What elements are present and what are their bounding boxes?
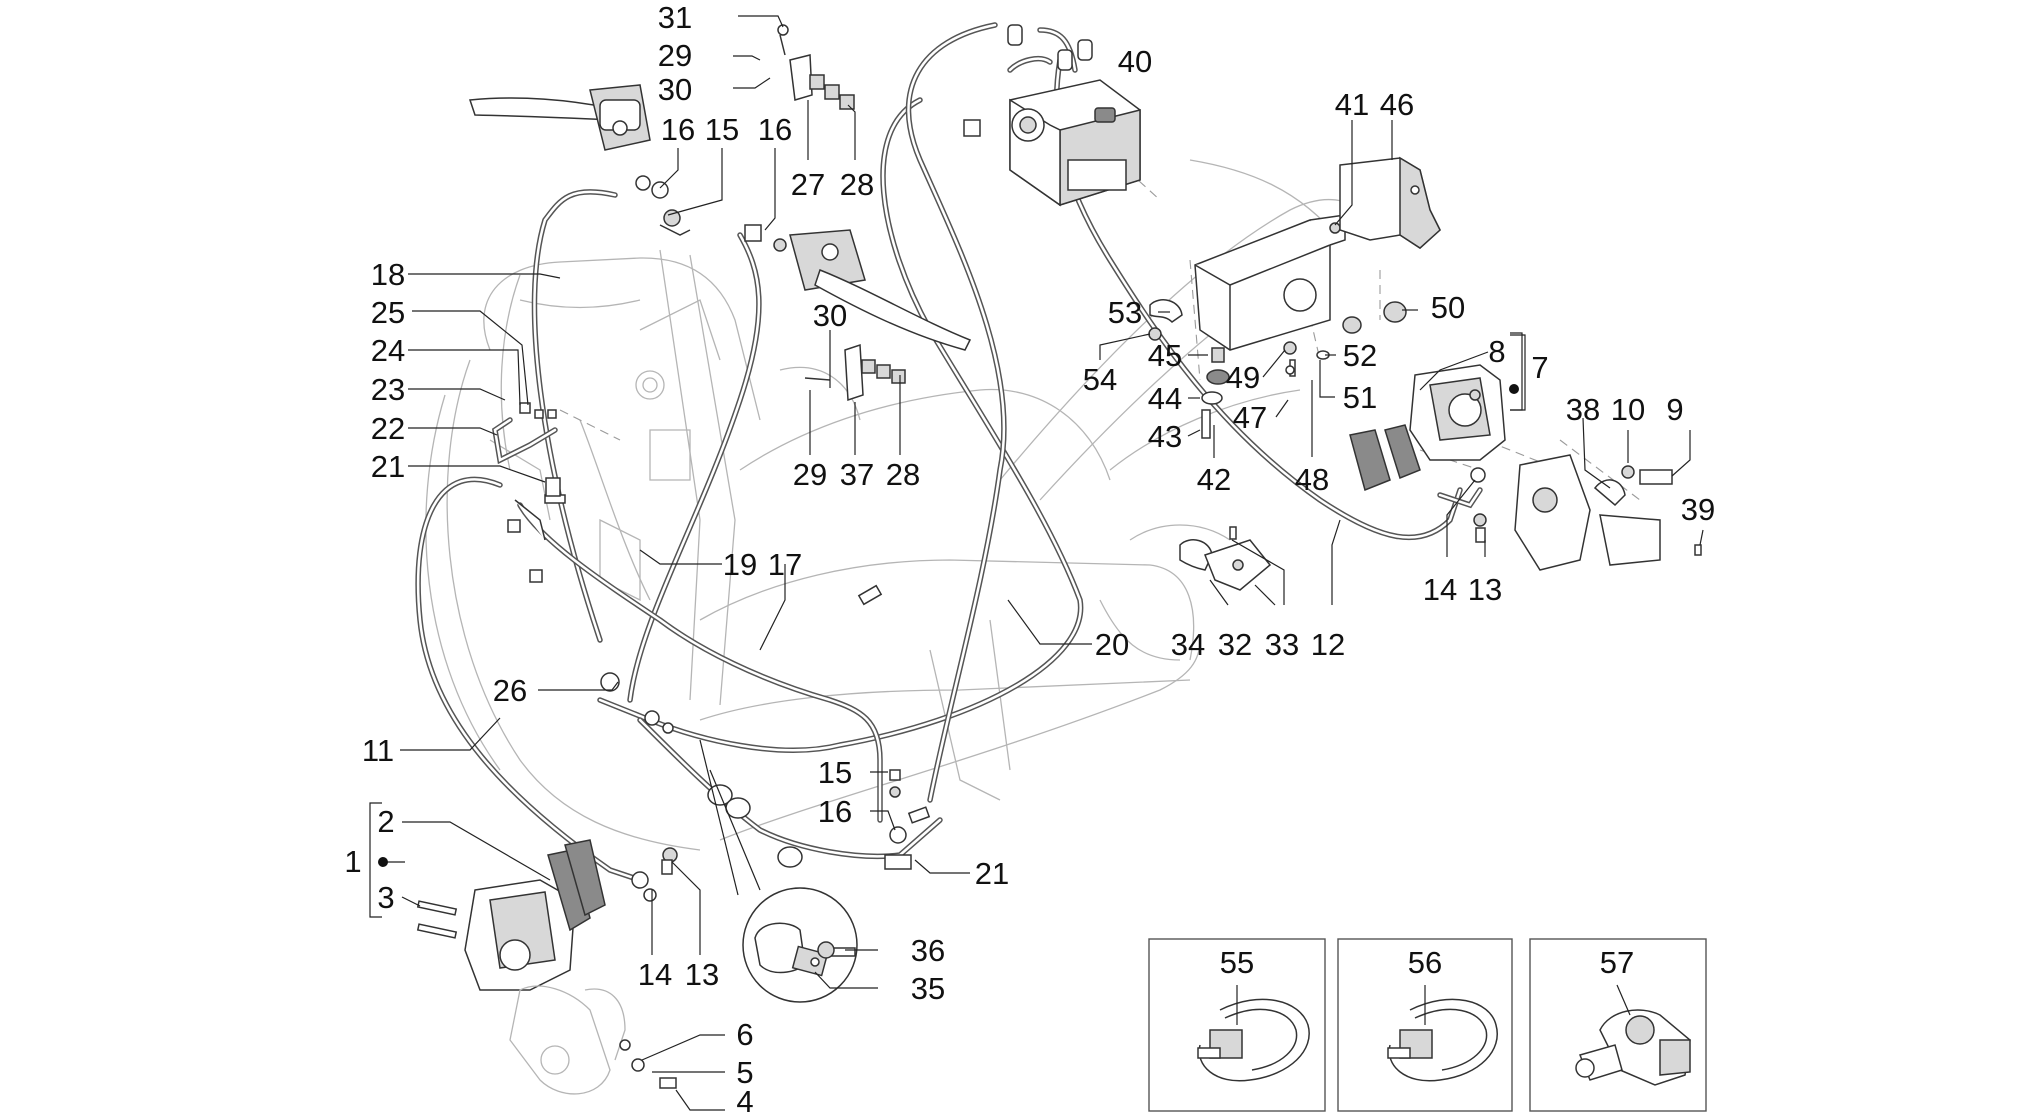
label-53: 53 (1108, 295, 1142, 330)
label-27: 27 (791, 167, 825, 202)
label-42: 42 (1197, 462, 1231, 497)
label-45: 45 (1148, 338, 1182, 373)
label-22: 22 (371, 411, 405, 446)
label-14b: 14 (638, 957, 672, 992)
label-6: 6 (736, 1017, 753, 1052)
label-9: 9 (1666, 392, 1683, 427)
rear-caliper-mount (1514, 454, 1702, 571)
label-49: 49 (1226, 360, 1260, 395)
label-21b: 21 (975, 856, 1009, 891)
label-7: 7 (1531, 350, 1548, 385)
label-31: 31 (658, 0, 692, 35)
label-30b: 30 (813, 298, 847, 333)
label-16a: 16 (661, 112, 695, 147)
bullet-dot-7 (1509, 384, 1519, 394)
inset-box-57 (1529, 938, 1707, 1112)
fitting-bolts (514, 402, 561, 541)
label-40: 40 (1118, 44, 1152, 79)
label-41: 41 (1335, 87, 1369, 122)
label-48: 48 (1295, 462, 1329, 497)
label-43: 43 (1148, 419, 1182, 454)
label-8: 8 (1488, 334, 1505, 369)
label-32: 32 (1218, 627, 1252, 662)
label-21a: 21 (371, 449, 405, 484)
label-33: 33 (1265, 627, 1299, 662)
label-50: 50 (1431, 290, 1465, 325)
label-28a: 28 (840, 167, 874, 202)
banjo-fittings-upper (635, 175, 787, 252)
label-4: 4 (736, 1084, 753, 1114)
label-16c: 16 (818, 794, 852, 829)
label-55: 55 (1220, 945, 1254, 980)
label-57: 57 (1600, 945, 1634, 980)
label-46: 46 (1380, 87, 1414, 122)
assembly-brackets (369, 332, 1523, 918)
label-26: 26 (493, 673, 527, 708)
banjo-fittings-rear (1470, 467, 1487, 543)
label-12: 12 (1311, 627, 1345, 662)
label-16b: 16 (758, 112, 792, 147)
label-3: 3 (377, 880, 394, 915)
label-29b: 29 (793, 457, 827, 492)
three-way-junction-lower (804, 343, 906, 402)
bullet-dot-1 (378, 857, 388, 867)
three-way-junction-upper (777, 24, 855, 110)
label-54: 54 (1083, 362, 1117, 397)
label-29a: 29 (658, 38, 692, 73)
label-20: 20 (1095, 627, 1129, 662)
inset-box-55 (1148, 938, 1326, 1112)
label-14a: 14 (1423, 572, 1457, 607)
rear-brake-lever (789, 229, 972, 351)
label-2: 2 (377, 804, 394, 839)
label-36: 36 (911, 933, 945, 968)
label-10: 10 (1611, 392, 1645, 427)
inset-box-56 (1337, 938, 1513, 1112)
abs-mounting-bracket (1194, 214, 1346, 351)
label-24: 24 (371, 333, 405, 368)
front-brake-lever (468, 84, 651, 151)
label-47: 47 (1233, 400, 1267, 435)
label-44: 44 (1148, 381, 1182, 416)
label-25: 25 (371, 295, 405, 330)
mounting-hardware (1148, 299, 1407, 439)
label-52: 52 (1343, 338, 1377, 373)
label-15a: 15 (705, 112, 739, 147)
front-fork-leg (509, 985, 677, 1095)
front-brake-caliper (416, 839, 606, 991)
label-38: 38 (1566, 392, 1600, 427)
label-1: 1 (344, 844, 361, 879)
label-34: 34 (1171, 627, 1205, 662)
banjo-fittings-front (631, 847, 678, 902)
label-13a: 13 (1468, 572, 1502, 607)
label-17: 17 (768, 547, 802, 582)
label-15b: 15 (818, 755, 852, 790)
abs-cover (1339, 156, 1441, 249)
leader-lines (380, 15, 1704, 1111)
label-23: 23 (371, 372, 405, 407)
label-5: 5 (736, 1055, 753, 1090)
label-11: 11 (362, 733, 394, 768)
label-37: 37 (840, 457, 874, 492)
label-56: 56 (1408, 945, 1442, 980)
label-39: 39 (1681, 492, 1715, 527)
components (416, 24, 1702, 1095)
rear-brake-caliper (1349, 364, 1506, 492)
detail-callout-clip (699, 739, 858, 1003)
label-51: 51 (1343, 380, 1377, 415)
label-28b: 28 (886, 457, 920, 492)
abs-modulator-unit (963, 24, 1141, 207)
label-13b: 13 (685, 957, 719, 992)
brake-hoses (415, 22, 1483, 883)
label-18: 18 (371, 257, 405, 292)
label-30a: 30 (658, 72, 692, 107)
label-19: 19 (723, 547, 757, 582)
part-number-labels: 31 29 30 16 15 16 27 28 40 41 46 18 25 2… (344, 0, 1715, 1114)
label-35: 35 (911, 971, 945, 1006)
